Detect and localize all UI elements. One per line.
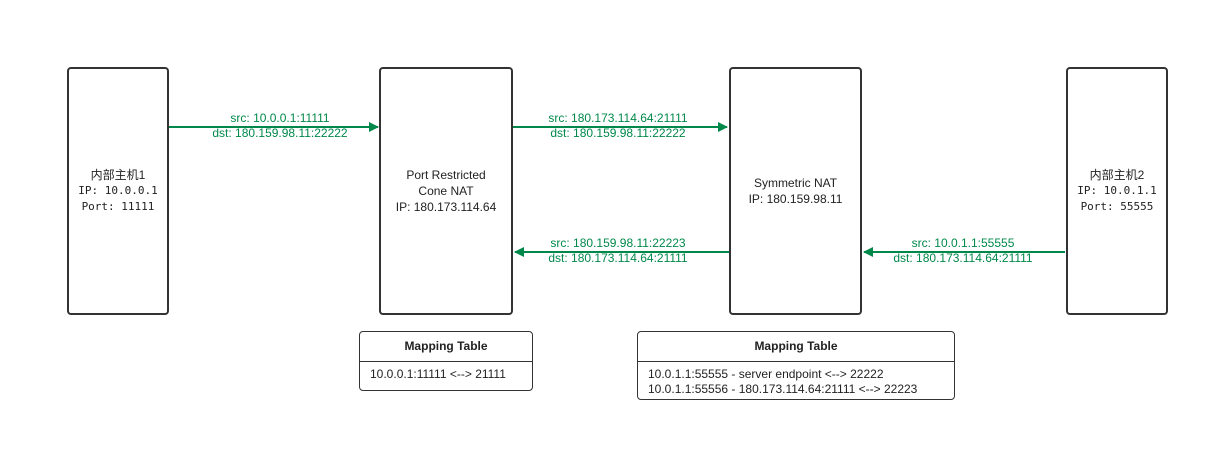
nat2-ip: IP: 180.159.98.11 xyxy=(748,192,843,206)
nat2-box: Symmetric NAT IP: 180.159.98.11 xyxy=(729,67,862,315)
nat1-box: Port Restricted Cone NAT IP: 180.173.114… xyxy=(379,67,513,315)
edge-dst: dst: 180.159.98.11:22222 xyxy=(212,126,348,140)
host2-port: Port: 55555 xyxy=(1080,200,1154,213)
nat2-title: Symmetric NAT xyxy=(753,176,838,190)
host2-box: 内部主机2 IP: 10.0.1.1 Port: 55555 xyxy=(1066,67,1168,315)
mapping-table-row: 10.0.1.1:55555 - server endpoint <--> 22… xyxy=(648,367,884,381)
mapping-table-header: Mapping Table xyxy=(638,332,954,362)
edge-dst: dst: 180.173.114.64:21111 xyxy=(548,251,688,265)
edge-src: src: 10.0.1.1:55555 xyxy=(911,236,1015,250)
edge-dst: dst: 180.159.98.11:22222 xyxy=(550,126,686,140)
host1-title: 内部主机1 xyxy=(90,168,146,182)
edge-label-nat2-nat1: src: 180.159.98.11:22223 dst: 180.173.11… xyxy=(528,236,708,266)
mapping-table-row: 10.0.1.1:55556 - 180.173.114.64:21111 <-… xyxy=(648,382,918,396)
mapping-table-row: 10.0.0.1:11111 <--> 21111 xyxy=(370,367,506,381)
host1-box: 内部主机1 IP: 10.0.0.1 Port: 11111 xyxy=(67,67,169,315)
nat1-title-line1: Port Restricted xyxy=(406,168,486,182)
nat1-ip: IP: 180.173.114.64 xyxy=(395,200,497,214)
host1-ip: IP: 10.0.0.1 xyxy=(78,184,158,197)
nat1-mapping-table: Mapping Table 10.0.0.1:11111 <--> 21111 xyxy=(359,331,533,391)
host2-title: 内部主机2 xyxy=(1089,168,1145,182)
nat1-title-line2: Cone NAT xyxy=(418,184,474,198)
edge-src: src: 180.159.98.11:22223 xyxy=(550,236,686,250)
edge-label-host1-nat1: src: 10.0.0.1:11111 dst: 180.159.98.11:2… xyxy=(195,111,365,141)
edge-src: src: 180.173.114.64:21111 xyxy=(548,111,688,125)
nat2-mapping-table: Mapping Table 10.0.1.1:55555 - server en… xyxy=(637,331,955,400)
edge-label-host2-nat2: src: 10.0.1.1:55555 dst: 180.173.114.64:… xyxy=(878,236,1048,266)
edge-src: src: 10.0.0.1:11111 xyxy=(230,111,330,125)
mapping-table-header: Mapping Table xyxy=(360,332,532,362)
edge-dst: dst: 180.173.114.64:21111 xyxy=(893,251,1033,265)
host1-port: Port: 11111 xyxy=(81,200,155,213)
host2-ip: IP: 10.0.1.1 xyxy=(1077,184,1157,197)
edge-label-nat1-nat2: src: 180.173.114.64:21111 dst: 180.159.9… xyxy=(528,111,708,141)
